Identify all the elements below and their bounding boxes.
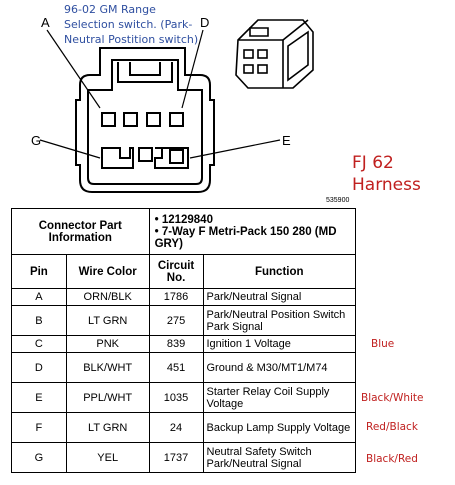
table-row: A ORN/BLK 1786 Park/Neutral Signal <box>11 288 356 306</box>
part-description-value: 7-Way F Metri-Pack 150 280 (MD GRY) <box>154 225 337 250</box>
circuit-cell: 1786 <box>148 288 204 306</box>
side-note-g: Black/Red <box>366 453 418 465</box>
harness-title-line: FJ 62 <box>352 153 394 173</box>
connector-part-header: Connector Part Information <box>11 208 150 255</box>
wire-cell: ORN/BLK <box>65 288 150 306</box>
table-row: G YEL 1737 Neutral Safety Switch Park/Ne… <box>11 442 356 473</box>
side-note-e: Black/White <box>361 392 424 404</box>
function-cell: Neutral Safety Switch Park/Neutral Signa… <box>202 442 356 473</box>
wire-cell: LT GRN <box>65 412 150 443</box>
function-cell: Park/Neutral Signal <box>202 288 356 306</box>
circuit-cell: 1035 <box>148 382 204 413</box>
connector-table: Connector Part Information • 12129840 • … <box>11 208 357 473</box>
pin-cell: A <box>11 288 67 306</box>
annotation-note: 96-02 GM Range Selection switch. (Park- … <box>64 2 214 47</box>
part-number: • 12129840 <box>154 213 213 226</box>
part-number-value: 12129840 <box>161 213 213 226</box>
column-header-circuit: Circuit No. <box>148 254 204 289</box>
function-cell: Ground & M30/MT1/M74 <box>202 352 356 383</box>
harness-title-line: Harness <box>352 175 421 195</box>
function-cell: Park/Neutral Position Switch Park Signal <box>202 305 356 336</box>
pin-cell: C <box>11 335 67 353</box>
function-cell: Ignition 1 Voltage <box>202 335 356 353</box>
annotation-line: 96-02 GM Range <box>64 3 156 16</box>
wire-cell: LT GRN <box>65 305 150 336</box>
pin-cell: D <box>11 352 67 383</box>
table-row: E PPL/WHT 1035 Starter Relay Coil Supply… <box>11 382 356 413</box>
annotation-line: Selection switch. (Park- <box>64 18 193 31</box>
part-number-cell: • 12129840 • 7-Way F Metri-Pack 150 280 … <box>148 208 357 255</box>
annotation-line: Neutral Postition switch) <box>64 33 199 46</box>
circuit-cell: 1737 <box>148 442 204 473</box>
connector-face-diagram <box>39 29 281 193</box>
connector-label-a: A <box>41 15 50 30</box>
wire-cell: YEL <box>65 442 150 473</box>
connector-label-e: E <box>282 133 291 148</box>
table-row: D BLK/WHT 451 Ground & M30/MT1/M74 <box>11 352 356 383</box>
table-row: F LT GRN 24 Backup Lamp Supply Voltage <box>11 412 356 443</box>
circuit-cell: 839 <box>148 335 204 353</box>
function-cell: Starter Relay Coil Supply Voltage <box>202 382 356 413</box>
connector-label-g: G <box>31 133 42 148</box>
pin-cell: B <box>11 305 67 336</box>
connector-3d-illustration <box>235 19 314 89</box>
table-row: B LT GRN 275 Park/Neutral Position Switc… <box>11 305 356 336</box>
connector-label-d: D <box>200 15 210 30</box>
circuit-cell: 24 <box>148 412 204 443</box>
circuit-cell: 451 <box>148 352 204 383</box>
wire-cell: PPL/WHT <box>65 382 150 413</box>
column-header-function: Function <box>202 254 356 289</box>
pin-cell: E <box>11 382 67 413</box>
column-header-wire: Wire Color <box>65 254 150 289</box>
side-note-f: Red/Black <box>366 421 418 433</box>
side-note-c: Blue <box>371 338 395 350</box>
column-header-pin: Pin <box>11 254 67 289</box>
pin-cell: G <box>11 442 67 473</box>
function-cell: Backup Lamp Supply Voltage <box>202 412 356 443</box>
pin-cell: F <box>11 412 67 443</box>
diagram-number: 535900 <box>326 197 350 204</box>
wire-cell: BLK/WHT <box>65 352 150 383</box>
part-description: • 7-Way F Metri-Pack 150 280 (MD GRY) <box>154 225 337 250</box>
wire-cell: PNK <box>65 335 150 353</box>
circuit-cell: 275 <box>148 305 204 336</box>
table-row: C PNK 839 Ignition 1 Voltage <box>11 335 356 353</box>
harness-title: FJ 62 Harness <box>352 152 421 196</box>
